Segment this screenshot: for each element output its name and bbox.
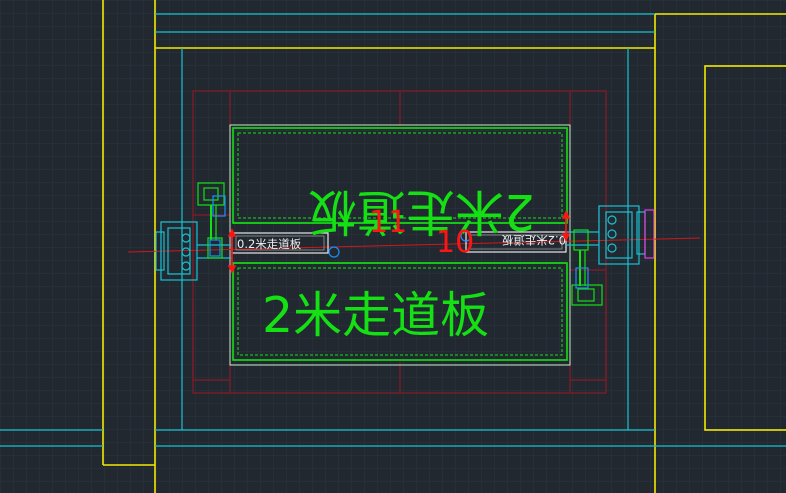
dimension-left-value: 11 xyxy=(369,205,407,240)
cyan-lines xyxy=(0,13,786,447)
red-center-line xyxy=(127,237,701,253)
small-board-right[interactable]: 0.2米走道板 xyxy=(465,231,567,253)
plate-bottom-label: 2米走道板 xyxy=(262,287,489,344)
dimension-right-value: 10 xyxy=(436,225,474,260)
small-board-right-label: 0.2米走道板 xyxy=(501,233,566,247)
left-hardware xyxy=(155,182,232,281)
red-dimension-markers xyxy=(227,210,571,274)
small-board-left-label: 0.2米走道板 xyxy=(237,237,302,251)
right-hardware xyxy=(328,205,655,306)
yellow-structure xyxy=(102,0,786,493)
plate-top-label: 2米走道板 xyxy=(308,183,535,240)
